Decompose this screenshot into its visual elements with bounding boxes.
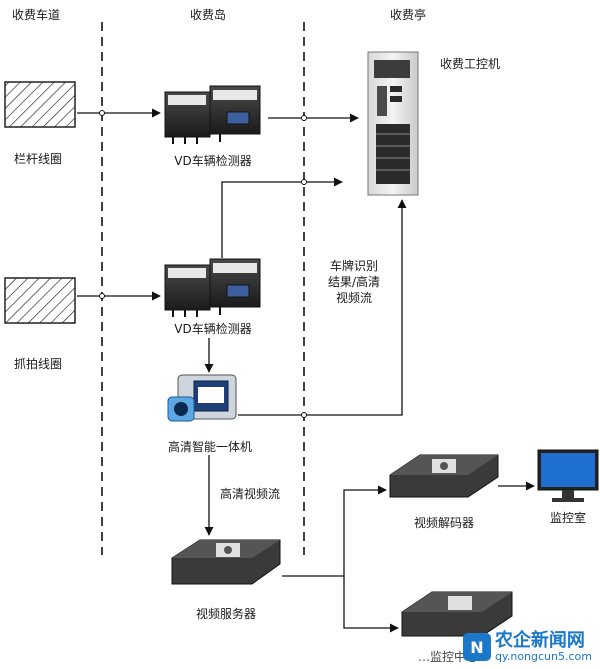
- plate-result-line-1: 车牌识别: [330, 259, 379, 273]
- edge-crossing-dot-5: [301, 412, 307, 418]
- toll-pc-icon: [367, 51, 419, 196]
- watermark-brand: 农企新闻网: [494, 630, 585, 651]
- video-server-label: 视频服务器: [195, 607, 257, 621]
- barrier-coil-label: 栏杆线圈: [14, 152, 63, 166]
- plate-result-label: 车牌识别 结果/高清 视频流: [328, 258, 380, 306]
- watermark-logo-icon: N: [462, 633, 491, 661]
- plate-result-line-2: 结果/高清: [328, 275, 381, 289]
- capture-coil: [4, 277, 76, 324]
- hd-stream-label: 高清视频流: [220, 487, 281, 501]
- edge-crossing-dot-4: [99, 293, 105, 299]
- edge-server-to-decoder: [282, 485, 387, 577]
- video-decoder-label: 视频解码器: [413, 516, 475, 530]
- edge-crossing-dot-3: [301, 179, 307, 185]
- monitor-room-label: 监控室: [549, 511, 587, 525]
- vd-detector-2-icon: [164, 258, 261, 317]
- edge-crossing-dot-2: [301, 115, 307, 121]
- watermark: N 农企新闻网 qy.nongcun5.com: [462, 630, 592, 663]
- edge-vd2-to-pc: [221, 177, 343, 258]
- toll-pc-label: 收费工控机: [440, 57, 501, 71]
- zone-label-lane: 收费车道: [12, 8, 61, 22]
- capture-coil-label: 抓拍线圈: [14, 357, 63, 371]
- barrier-coil: [4, 81, 76, 128]
- edge-camera-to-pc: [238, 199, 407, 416]
- watermark-url: qy.nongcun5.com: [494, 650, 592, 663]
- vd-detector-1-icon: [164, 85, 261, 144]
- hd-camera-label: 高清智能一体机: [167, 440, 253, 454]
- partial-device-icon: [401, 591, 513, 637]
- monitor-icon: [537, 449, 599, 502]
- vd-detector-1-label: VD车辆检测器: [174, 154, 252, 168]
- video-server-icon: [171, 539, 281, 585]
- video-decoder-icon: [389, 454, 499, 498]
- edge-server-to-bottom: [343, 576, 399, 633]
- zone-label-booth: 收费亭: [390, 8, 427, 22]
- plate-result-line-3: 视频流: [336, 291, 373, 305]
- edge-crossing-dot-1: [99, 110, 105, 116]
- hd-camera-icon: [167, 374, 237, 422]
- zone-label-island: 收费岛: [190, 8, 227, 22]
- vd-detector-2-label: VD车辆检测器: [174, 322, 252, 336]
